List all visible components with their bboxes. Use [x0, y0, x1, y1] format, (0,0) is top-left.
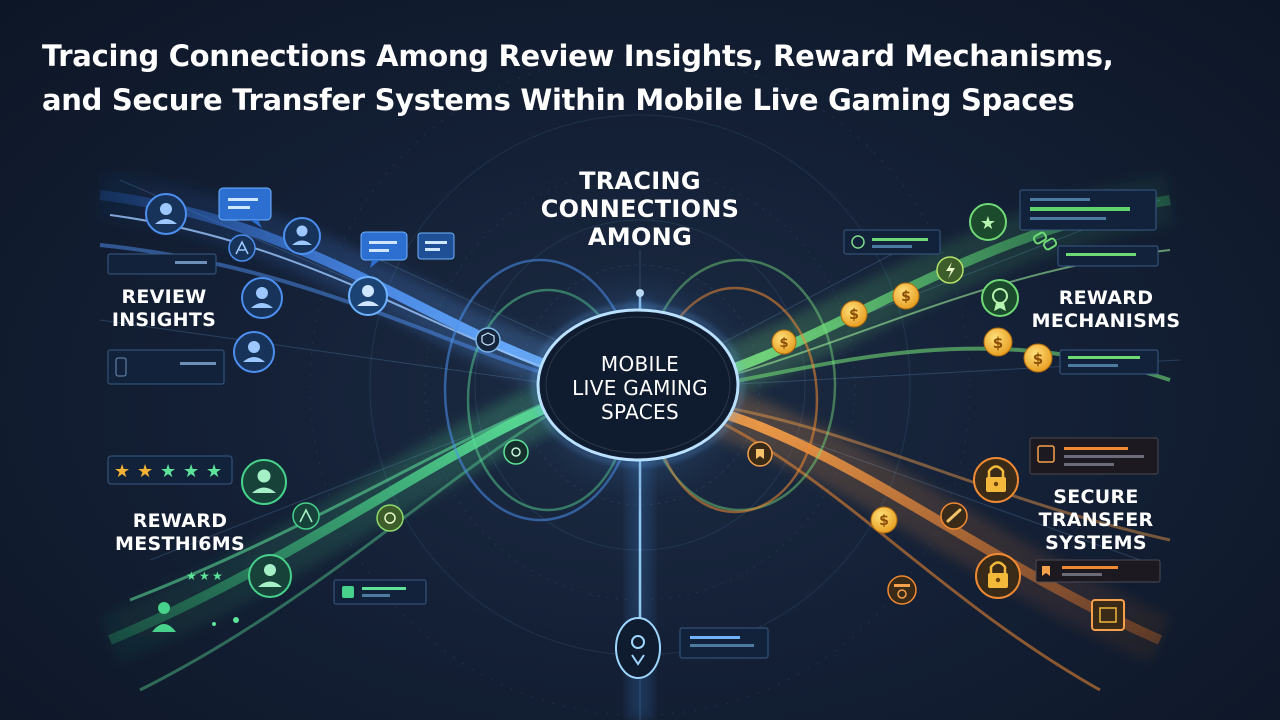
reward-left-label: REWARD MESTHI6MS: [114, 510, 245, 555]
user-avatar-icon: [241, 277, 283, 319]
chat-bubble-icon: [218, 187, 272, 228]
chain-link-node-icon: [940, 502, 968, 530]
star-icon: ★: [206, 461, 222, 482]
center-heading: TRACING CONNECTIONS AMONG: [540, 167, 740, 251]
info-card-icon: [1035, 559, 1161, 583]
flow-band-reward-left: [100, 376, 575, 692]
link-chain-icon: [1032, 231, 1058, 251]
shield-node-icon: [475, 327, 501, 353]
hub-node: [508, 255, 768, 515]
hub-label: MOBILE LIVE GAMING SPACES: [572, 352, 708, 424]
coin-icon: $: [771, 329, 797, 355]
info-card-icon: [1057, 245, 1159, 267]
user-avatar-icon: [241, 459, 287, 505]
spark-dot-icon: [212, 617, 239, 626]
star-icon: ★: [186, 569, 197, 583]
lightning-node-icon: [936, 256, 964, 284]
path-node-icons: [475, 327, 773, 467]
svg-text:$: $: [1033, 350, 1043, 368]
svg-text:$: $: [901, 289, 911, 305]
info-card-icon: [843, 229, 941, 255]
coin-icon: $: [870, 506, 898, 534]
bottom-lock-node: [615, 617, 661, 679]
reward-mechanisms-label: REWARD MECHANISMS: [1031, 287, 1181, 332]
flow-band-secure: [704, 385, 1171, 692]
user-avatar-icon: [233, 331, 275, 373]
star-icon: ★: [212, 569, 223, 583]
info-card-icon: [107, 253, 217, 275]
title-line-2: and Secure Transfer Systems Within Mobil…: [42, 83, 1075, 117]
shield-key-icon: [887, 575, 917, 605]
svg-text:$: $: [879, 513, 889, 529]
page-title: Tracing Connections Among Review Insight…: [42, 34, 1242, 122]
info-card-icon: [1029, 437, 1159, 475]
star-badge-icon: ★: [969, 203, 1007, 241]
logo-node-icon: [228, 234, 256, 262]
coin-icon: $: [1023, 343, 1053, 373]
star-icon: ★: [114, 461, 130, 482]
coin-node-icon: [376, 504, 404, 532]
svg-text:$: $: [849, 307, 859, 323]
user-avatar-icon: [152, 602, 176, 632]
user-avatar-icon: [145, 193, 187, 235]
badge-node-icon: [747, 441, 773, 467]
info-card-icon: [333, 579, 427, 605]
user-avatar-icon: [248, 554, 292, 598]
padlock-icon: [975, 553, 1021, 599]
coin-icon: $: [983, 327, 1013, 357]
star-icon: ★: [137, 461, 153, 482]
star-icon: ★: [160, 461, 176, 482]
review-insights-label: REVIEW INSIGHTS: [111, 286, 217, 331]
safe-box-icon: [1091, 599, 1125, 631]
star-rating-icons: ★ ★ ★ ★ ★ ★ ★ ★: [114, 461, 223, 583]
info-card-icon: [679, 627, 769, 659]
star-rating-card: [107, 455, 233, 485]
star-icon: ★: [183, 461, 199, 482]
star-icon: ★: [199, 569, 210, 583]
medal-badge-icon: [981, 279, 1019, 317]
coin-icon: $: [892, 282, 920, 310]
svg-text:$: $: [993, 334, 1003, 352]
svg-text:$: $: [779, 336, 788, 351]
gear-node-icon: [503, 439, 529, 465]
secure-transfer-label: SECURE TRANSFER SYSTEMS: [1038, 486, 1154, 554]
chat-bubble-icon: [417, 232, 455, 260]
coin-icon: $: [840, 300, 868, 328]
info-card-icon: [1059, 349, 1159, 375]
chat-bubble-icon: [360, 231, 408, 268]
player-node-icon: [292, 502, 320, 530]
user-avatar-icon: [283, 217, 321, 255]
info-card-icon: [1019, 189, 1157, 231]
user-avatar-icon: [348, 276, 388, 316]
info-card-icon: [107, 349, 225, 385]
padlock-icon: [973, 457, 1019, 503]
title-line-1: Tracing Connections Among Review Insight…: [42, 39, 1114, 73]
svg-text:★: ★: [980, 213, 996, 234]
